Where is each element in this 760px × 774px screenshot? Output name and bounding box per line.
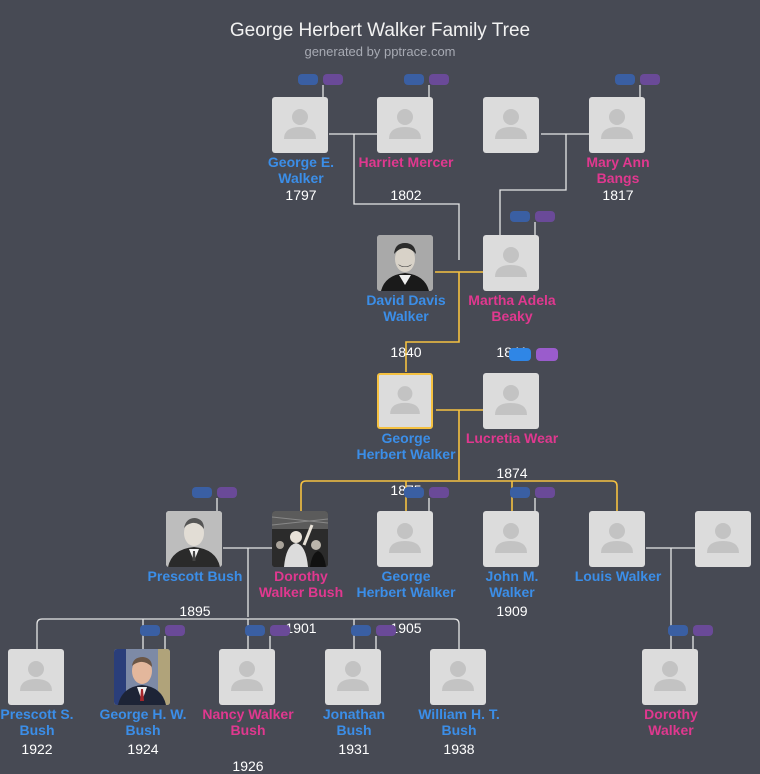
person-silhouette-icon <box>483 235 539 291</box>
portrait-photo <box>114 649 170 705</box>
person-silhouette-icon <box>695 511 751 567</box>
person-name: William H. T. Bush <box>418 706 500 738</box>
purple-pill-icon[interactable] <box>535 487 555 498</box>
person-year: 1817 <box>602 187 634 203</box>
person-silhouette-icon <box>377 373 433 429</box>
purple-pill-icon[interactable] <box>323 74 343 85</box>
blue-pill-icon[interactable] <box>510 487 530 498</box>
person-year: 1909 <box>496 603 528 619</box>
person-silhouette-icon <box>483 97 539 153</box>
person-year: 1840 <box>390 344 422 360</box>
person-name: Dorothy Walker <box>644 706 698 738</box>
portrait-photo <box>166 511 222 567</box>
purple-pill-icon[interactable] <box>165 625 185 636</box>
person-silhouette-icon <box>483 511 539 567</box>
purple-pill-icon[interactable] <box>536 348 558 361</box>
blue-pill-icon[interactable] <box>298 74 318 85</box>
purple-pill-icon[interactable] <box>217 487 237 498</box>
blue-pill-icon[interactable] <box>509 348 531 361</box>
purple-pill-icon[interactable] <box>270 625 290 636</box>
blue-pill-icon[interactable] <box>404 487 424 498</box>
blue-pill-icon[interactable] <box>192 487 212 498</box>
person-year: 1905 <box>390 620 422 636</box>
person-silhouette-icon <box>642 649 698 705</box>
person-silhouette-icon <box>272 97 328 153</box>
page-subtitle: generated by pptrace.com <box>304 44 456 59</box>
person-name: George Herbert Walker <box>356 430 456 462</box>
descent-line <box>353 134 460 260</box>
person-silhouette-icon <box>8 649 64 705</box>
person-silhouette-icon <box>430 649 486 705</box>
purple-pill-icon[interactable] <box>429 487 449 498</box>
person-year: 1924 <box>127 741 159 757</box>
person-name: Jonathan Bush <box>322 706 386 738</box>
person-name: Harriet Mercer <box>358 154 454 170</box>
portrait-photo <box>377 235 433 291</box>
person-name: Prescott Bush <box>147 568 243 584</box>
person-year: 1802 <box>390 187 422 203</box>
person-name: Louis Walker <box>574 568 662 584</box>
blue-pill-icon[interactable] <box>140 625 160 636</box>
descent-line-highlight <box>405 272 460 372</box>
person-year: 1922 <box>21 741 53 757</box>
person-year: 1901 <box>285 620 317 636</box>
person-name: Prescott S. Bush <box>0 706 74 738</box>
blue-pill-icon[interactable] <box>351 625 371 636</box>
person-name: Mary Ann Bangs <box>586 154 650 186</box>
purple-pill-icon[interactable] <box>535 211 555 222</box>
person-silhouette-icon <box>589 97 645 153</box>
person-silhouette-icon <box>325 649 381 705</box>
person-name: Martha Adela Beaky <box>468 292 556 324</box>
person-year: 1931 <box>338 741 370 757</box>
person-name: George E. Walker <box>267 154 335 186</box>
blue-pill-icon[interactable] <box>404 74 424 85</box>
page-title: George Herbert Walker Family Tree <box>229 20 531 41</box>
person-year: 1895 <box>179 603 211 619</box>
person-name: George Herbert Walker <box>356 568 456 600</box>
person-silhouette-icon <box>219 649 275 705</box>
blue-pill-icon[interactable] <box>668 625 688 636</box>
children-bus-highlight <box>300 480 618 511</box>
person-name: Nancy Walker Bush <box>202 706 294 738</box>
portrait-photo <box>272 511 328 567</box>
purple-pill-icon[interactable] <box>693 625 713 636</box>
person-name: Lucretia Wear <box>465 430 559 446</box>
person-silhouette-icon <box>483 373 539 429</box>
person-year: 1874 <box>496 465 528 481</box>
person-year: 1797 <box>285 187 317 203</box>
person-silhouette-icon <box>377 511 433 567</box>
purple-pill-icon[interactable] <box>376 625 396 636</box>
purple-pill-icon[interactable] <box>640 74 660 85</box>
blue-pill-icon[interactable] <box>245 625 265 636</box>
person-silhouette-icon <box>377 97 433 153</box>
person-year: 1938 <box>443 741 475 757</box>
person-silhouette-icon <box>589 511 645 567</box>
descent-line <box>499 134 567 238</box>
person-name: Dorothy Walker Bush <box>258 568 344 600</box>
person-name: David Davis Walker <box>366 292 446 324</box>
person-name: John M. Walker <box>485 568 539 600</box>
person-name: George H. W. Bush <box>99 706 187 738</box>
blue-pill-icon[interactable] <box>615 74 635 85</box>
blue-pill-icon[interactable] <box>510 211 530 222</box>
purple-pill-icon[interactable] <box>429 74 449 85</box>
person-year: 1926 <box>232 758 264 774</box>
